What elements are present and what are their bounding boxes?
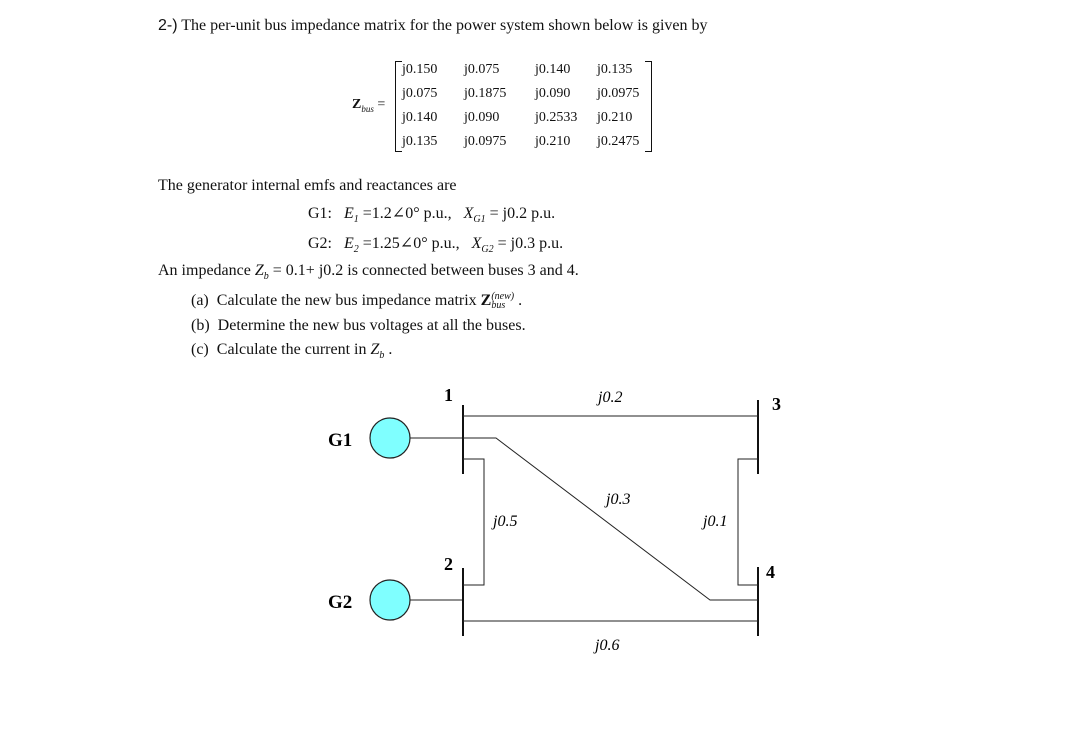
line-3-4 xyxy=(737,458,758,586)
matrix-cell: j0.2475 xyxy=(597,134,640,149)
zbus-symbol: Z xyxy=(352,97,362,112)
line-1-3-label: j0.2 xyxy=(596,389,622,406)
bus-2-label: 2 xyxy=(444,554,453,574)
matrix-cell: j0.135 xyxy=(402,134,438,149)
question-a-tag: (a) xyxy=(191,292,209,309)
question-a-symbol: Z xyxy=(480,292,492,309)
question-c: (c) Calculate the current in Zb . xyxy=(191,341,392,361)
question-a-scripts: (new)bus xyxy=(491,291,515,312)
line-1-2 xyxy=(463,458,485,586)
question-a-text: Calculate the new bus impedance matrix xyxy=(216,292,477,309)
g1-emf-symbol: E xyxy=(344,205,354,222)
question-b-tag: (b) xyxy=(191,317,210,334)
problem-text: The per-unit bus impedance matrix for th… xyxy=(181,17,708,34)
question-a-sup: (new) xyxy=(491,291,515,303)
g2-emf-value: =1.25∠0° p.u., xyxy=(362,235,460,252)
matrix-cell: j0.090 xyxy=(464,110,500,125)
generator-g2-label: G2 xyxy=(328,592,352,613)
zbus-subscript: bus xyxy=(361,103,374,114)
matrix-right-bracket xyxy=(645,61,652,152)
g2-x-sub: G2 xyxy=(481,244,494,256)
matrix-cell: j0.0975 xyxy=(464,134,507,149)
matrix-cell: j0.135 xyxy=(597,62,633,77)
g1-label: G1: xyxy=(308,205,332,222)
matrix-left-bracket xyxy=(395,61,402,152)
line-1-2-label: j0.5 xyxy=(491,513,517,530)
g1-x-symbol: X xyxy=(463,205,474,222)
question-c-sub: b xyxy=(379,350,385,362)
g1-emf-sub: 1 xyxy=(353,214,359,226)
generators-intro: The generator internal emfs and reactanc… xyxy=(158,177,457,194)
matrix-cell: j0.150 xyxy=(402,62,438,77)
generator-g2-spec: G2: E2 =1.25∠0° p.u., XG2 = j0.3 p.u. xyxy=(308,233,563,255)
bus-1-label: 1 xyxy=(444,385,453,405)
matrix-cell: j0.0975 xyxy=(597,86,640,101)
matrix-cell: j0.090 xyxy=(535,86,571,101)
matrix-cell: j0.075 xyxy=(402,86,438,101)
g1-emf-value: =1.2∠0° p.u., xyxy=(362,205,452,222)
g2-emf-sub: 2 xyxy=(353,244,359,256)
matrix-cell: j0.140 xyxy=(402,110,438,125)
zb-sub: b xyxy=(263,271,269,283)
generator-g2-icon xyxy=(369,579,411,621)
g1-x-sub: G1 xyxy=(473,214,486,226)
generator-g1-icon xyxy=(369,417,411,459)
zbus-equals: = xyxy=(377,97,386,112)
g2-label: G2: xyxy=(308,235,332,252)
line-3-4-label: j0.1 xyxy=(701,513,727,530)
matrix-cell: j0.210 xyxy=(597,110,633,125)
line-2-4-label: j0.6 xyxy=(593,637,619,654)
question-b-text: Determine the new bus voltages at all th… xyxy=(217,317,526,334)
question-c-tag: (c) xyxy=(191,341,209,358)
bus-4-label: 4 xyxy=(766,562,775,582)
generator-g1-spec: G1: E1 =1.2∠0° p.u., XG1 = j0.2 p.u. xyxy=(308,203,555,225)
matrix-cell: j0.075 xyxy=(464,62,500,77)
zb-symbol: Z xyxy=(254,262,264,279)
question-c-end: . xyxy=(388,341,393,358)
impedance-statement: An impedance Zb = 0.1+ j0.2 is connected… xyxy=(158,262,579,282)
question-a-end: . xyxy=(518,292,523,309)
impedance-suffix: is connected between buses 3 and 4. xyxy=(347,262,579,279)
line-1-4 xyxy=(463,437,758,601)
question-c-text: Calculate the current in xyxy=(216,341,367,358)
g1-x-value: = j0.2 p.u. xyxy=(489,205,556,222)
g2-emf-symbol: E xyxy=(344,235,354,252)
problem-number: 2-) xyxy=(158,17,178,34)
zbus-label: Zbus = xyxy=(352,97,385,114)
matrix-cell: j0.140 xyxy=(535,62,571,77)
bus-3-label: 3 xyxy=(772,394,781,414)
problem-statement: 2-) The per-unit bus impedance matrix fo… xyxy=(158,17,708,35)
g2-x-value: = j0.3 p.u. xyxy=(497,235,564,252)
matrix-cell: j0.2533 xyxy=(535,110,578,125)
line-1-4-label: j0.3 xyxy=(604,491,630,508)
question-c-symbol: Z xyxy=(370,341,380,358)
question-b: (b) Determine the new bus voltages at al… xyxy=(191,317,526,335)
impedance-prefix: An impedance xyxy=(158,262,251,279)
question-a-sub: bus xyxy=(491,300,506,312)
matrix-cell: j0.1875 xyxy=(464,86,507,101)
zb-value: = 0.1+ j0.2 xyxy=(272,262,344,279)
g2-x-symbol: X xyxy=(471,235,482,252)
question-a: (a) Calculate the new bus impedance matr… xyxy=(191,291,523,312)
generator-g1-label: G1 xyxy=(328,430,352,451)
matrix-cell: j0.210 xyxy=(535,134,571,149)
